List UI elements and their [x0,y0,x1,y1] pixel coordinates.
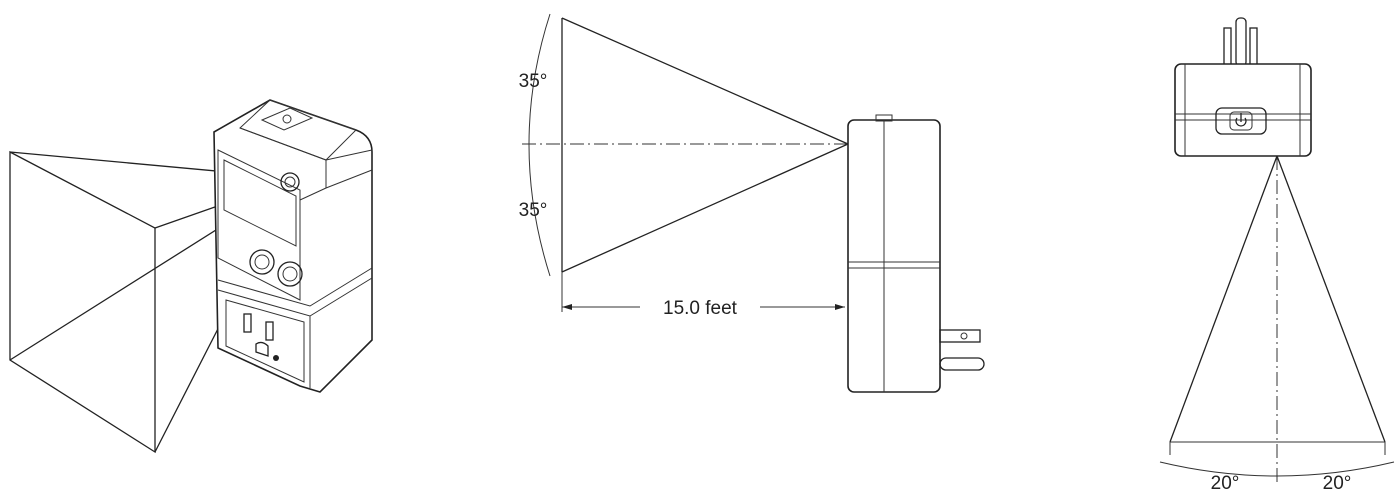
detection-cone-side [522,13,849,312]
top-view: 20° 20° [1159,17,1395,494]
isometric-view [9,99,373,454]
device-top [1174,63,1312,157]
detection-cone-top [1159,155,1395,486]
device-side [847,114,985,393]
angle-left-label: 20° [1211,473,1240,494]
angle-top-label: 35° [519,71,548,92]
side-view: 15.0 feet 35° 35° [519,13,985,393]
plug-prongs-top [1223,17,1258,67]
distance-dimension: 15.0 feet [562,298,845,319]
device-iso [213,99,373,393]
angle-right-label: 20° [1323,473,1352,494]
power-icon [1235,113,1247,127]
distance-label: 15.0 feet [663,298,738,319]
angle-bottom-label: 35° [519,200,548,221]
